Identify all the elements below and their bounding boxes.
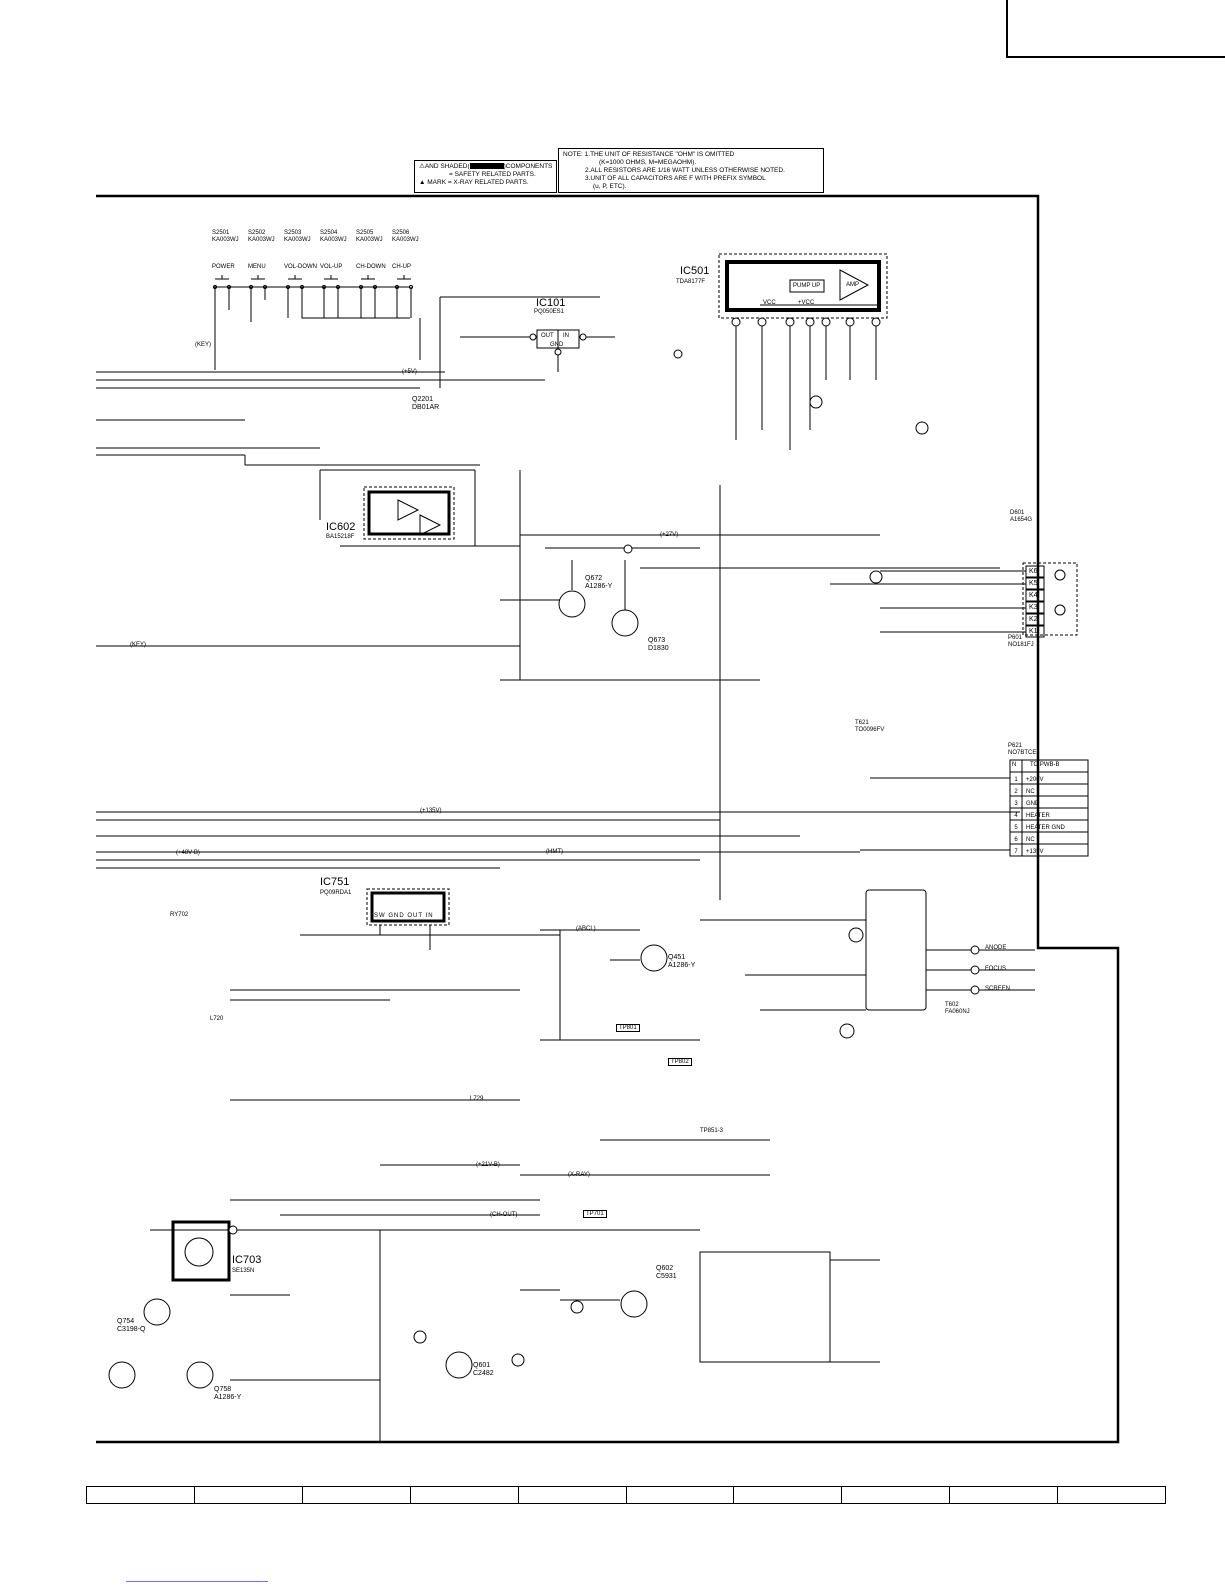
safety-legend-line2: = SAFETY RELATED PARTS. xyxy=(449,171,536,178)
board-outline xyxy=(96,194,1120,1444)
title-strip xyxy=(86,1486,1166,1504)
ic501-block xyxy=(718,253,888,450)
ic703-block xyxy=(108,1220,648,1442)
ic101-in-pin: IN xyxy=(563,333,569,339)
tp701-label: TP701 xyxy=(583,1210,607,1218)
ic501-label: IC501 xyxy=(680,265,710,277)
switch-row xyxy=(213,275,413,370)
ic101-block xyxy=(460,329,615,372)
note-line-2: 2.ALL RESISTORS ARE 1/16 WATT UNLESS OTH… xyxy=(585,167,785,174)
ic501-part: TDA8177F xyxy=(676,279,706,285)
rail-plus27v: (+27V) xyxy=(660,532,679,538)
protection-block xyxy=(520,1251,880,1363)
warning-triangle-icon: ⚠ xyxy=(419,163,425,170)
ic703-part: SE135N xyxy=(232,1268,255,1274)
ic101-gnd-pin: GND xyxy=(550,342,564,348)
safety-legend-line1: AND SHADED( xyxy=(424,163,470,170)
rail-plus135v: (+135V) xyxy=(420,808,442,814)
ic101-label: IC101 xyxy=(536,297,566,309)
tp802-label: TP802 xyxy=(668,1058,692,1066)
note-line-3: 3.UNIT OF ALL CAPACITORS ARE F WITH PREF… xyxy=(585,175,766,182)
ic751-pins: SW GND OUT IN xyxy=(374,913,434,919)
note-line-1b: (K=1000 OHMS, M=MEGAOHM). xyxy=(599,159,697,166)
rail-plus48vb: (+48V-B) xyxy=(176,850,200,856)
pvcc-label: +VCC xyxy=(798,300,815,306)
ic602-label: IC602 xyxy=(326,521,356,533)
pump-up-label: PUMP UP xyxy=(793,283,821,289)
title-block-corner xyxy=(1006,0,1225,58)
p601-connector xyxy=(830,562,1078,638)
amp-label: AMP xyxy=(846,282,860,288)
note-line-3b: (u, P, ETC). xyxy=(593,183,627,190)
ic751-part: PQ09RDA1 xyxy=(320,890,352,896)
ic602-part: BA15218F xyxy=(326,534,355,540)
l729-label: L729 xyxy=(470,1096,484,1102)
anode-label: ANODE xyxy=(985,945,1007,951)
rail-hmt: (HMT) xyxy=(546,849,563,855)
flyback-transformer xyxy=(700,889,1035,1039)
ry702-label: RY702 xyxy=(170,912,189,918)
node-markers xyxy=(413,395,929,1367)
p621-table xyxy=(800,759,1089,857)
ic101-part: PQ050ES1 xyxy=(534,309,565,315)
ic751-block xyxy=(300,888,560,950)
page-link-underline xyxy=(126,1581,268,1582)
vcc-label: VCC xyxy=(763,300,776,306)
rail-chout: (CH-OUT) xyxy=(490,1212,518,1218)
p621-header-to: TO PWB-B xyxy=(1030,762,1060,768)
tp801-label: TP801 xyxy=(616,1024,640,1032)
note-line-1: NOTE: 1.THE UNIT OF RESISTANCE "OHM" IS … xyxy=(563,151,735,158)
ic101-out-pin: OUT xyxy=(541,333,554,339)
rail-abcl: (ABCL) xyxy=(576,926,596,932)
q672-q673-stage xyxy=(500,349,1000,900)
focus-label: FOCUS xyxy=(985,966,1006,972)
shaded-swatch xyxy=(469,163,504,170)
screen-label: SCREEN xyxy=(985,986,1011,992)
xray-protection-line xyxy=(150,1139,770,1231)
safety-legend-line1b: )COMPONENTS xyxy=(503,163,553,170)
ic602-block xyxy=(319,469,520,547)
note-box: NOTE: 1.THE UNIT OF RESISTANCE "OHM" IS … xyxy=(558,148,824,193)
rail-key: (KEY) xyxy=(195,342,212,348)
q451-stage xyxy=(230,929,700,1101)
l720-label: L720 xyxy=(210,1016,224,1022)
rail-plus5v: (+5V) xyxy=(402,369,417,375)
safety-legend-line3: MARK = X-RAY RELATED PARTS. xyxy=(427,179,529,186)
ic751-label: IC751 xyxy=(320,876,350,888)
xray-triangle-icon: ▲ xyxy=(419,179,426,186)
tp851-label: TP851-3 xyxy=(700,1128,724,1134)
safety-legend-box: ⚠AND SHADED( )COMPONENTS = SAFETY RELATED… xyxy=(414,160,557,193)
rail-key-2: (KEY) xyxy=(130,642,147,648)
left-bus-lines xyxy=(96,296,1020,869)
rail-xray: (X-RAY) xyxy=(568,1172,590,1178)
p621-header-n: N xyxy=(1012,762,1017,768)
ic703-label: IC703 xyxy=(232,1254,262,1266)
rail-plus21v: (+21V-B) xyxy=(476,1162,500,1168)
